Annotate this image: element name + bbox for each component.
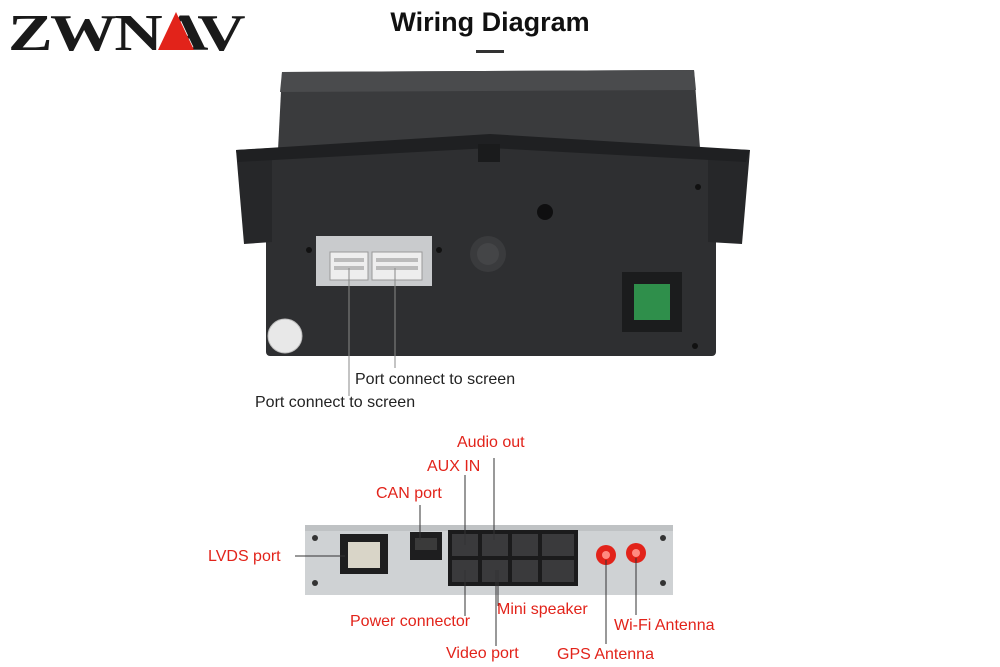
label-lvds-port: LVDS port: [208, 548, 281, 565]
page-title: Wiring Diagram: [390, 7, 590, 37]
label-port-connect-screen-1: Port connect to screen: [355, 371, 516, 388]
title-underline: [476, 50, 504, 53]
label-video-port: Video port: [446, 645, 519, 662]
zwnav-logo: ZWNAV: [8, 6, 247, 56]
label-port-connect-screen-2: Port connect to screen: [255, 394, 416, 411]
head-unit-rear-view: [236, 70, 750, 396]
label-gps-antenna: GPS Antenna: [557, 646, 654, 663]
label-wifi-antenna: Wi-Fi Antenna: [614, 617, 715, 634]
label-aux-in: AUX IN: [427, 458, 481, 475]
label-power-connector: Power connector: [350, 613, 471, 630]
label-can-port: CAN port: [376, 485, 442, 502]
rear-io-panel: [295, 458, 673, 646]
label-audio-out: Audio out: [457, 434, 525, 451]
svg-text:ZWNAV: ZWNAV: [8, 6, 245, 56]
label-mini-speaker: Mini speaker: [497, 601, 588, 618]
